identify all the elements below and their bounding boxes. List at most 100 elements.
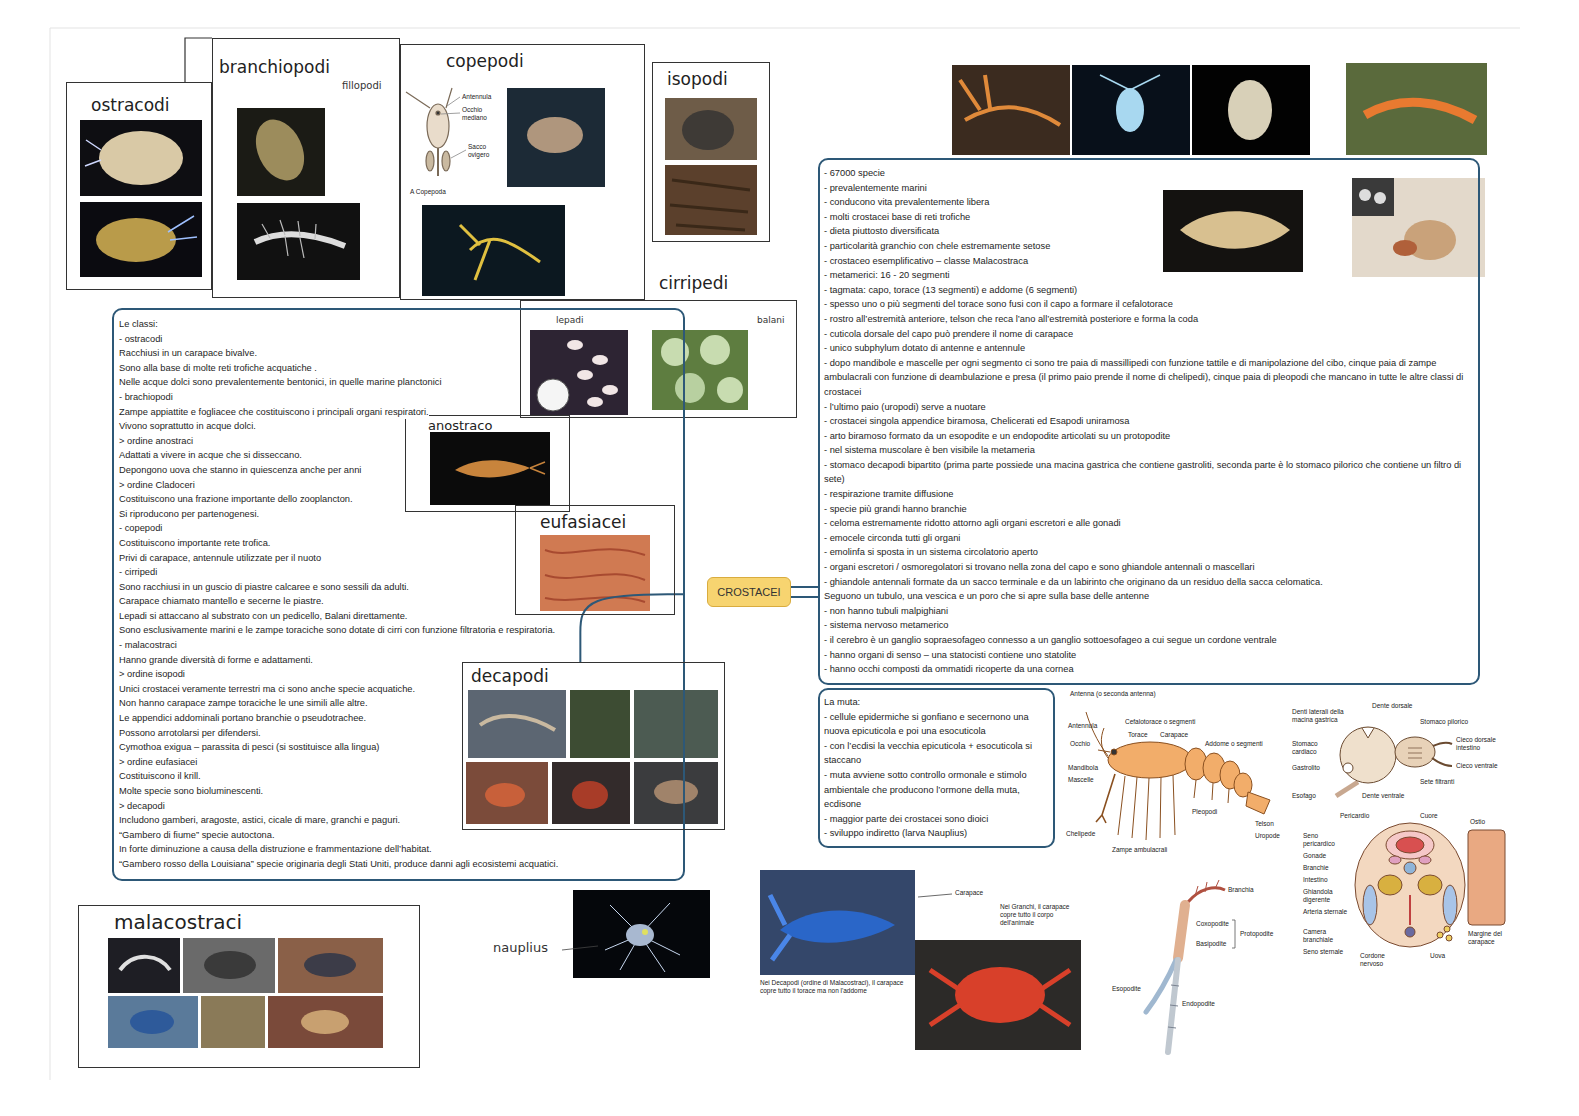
copepod-drawing (427, 104, 449, 148)
figure-label: Basipodite (1196, 940, 1226, 948)
figure-label: Carapace (955, 889, 983, 897)
ostracod-photo (96, 218, 176, 262)
text-box: La muta:- cellule epidermiche si gonfian… (818, 688, 1055, 848)
handwritten-label: nauplius (493, 941, 548, 956)
nauplius-photo (626, 924, 654, 946)
cross-section-anatomy (1419, 856, 1431, 864)
body-text: - cirripedi (119, 565, 157, 580)
shrimp-anatomy (1101, 728, 1108, 758)
panel-title: copepodi (446, 51, 524, 71)
figure-label: Antenna (o seconda antenna) (1070, 690, 1156, 698)
decapod-photo (480, 716, 555, 730)
figure-label: Esopodite (1112, 985, 1141, 993)
stomach-anatomy (1343, 763, 1353, 773)
decapod-photo (485, 783, 525, 807)
cross-section-anatomy (1443, 885, 1457, 925)
crustacean-photo (1100, 75, 1160, 90)
figure-label: Antennula (462, 93, 491, 101)
figure-label: Branchia (1228, 886, 1254, 894)
cross-section-anatomy (1404, 862, 1416, 874)
malacostracan-photo (201, 996, 265, 1048)
malacostracan-photo (108, 938, 383, 1048)
isopod-photo (665, 98, 757, 235)
figure-label: Pericardio (1340, 812, 1369, 820)
shrimp-anatomy (1108, 742, 1192, 778)
body-text: Sono esclusivamente marini e le zampe to… (119, 623, 555, 638)
photo-panel: ostracodi (66, 82, 212, 290)
branchiopod-photo (237, 203, 360, 280)
copepod-photo (527, 117, 583, 153)
body-text: Non hanno carapace zampe toraciche le un… (119, 696, 368, 711)
appendage-anatomy (1195, 880, 1219, 896)
body-text: - dopo mandibole e mascelle per ogni seg… (824, 356, 1474, 400)
crustacean-photo (1346, 63, 1487, 155)
body-text: - spesso uno o più segmenti del torace s… (824, 297, 1173, 312)
lobster-crab-photo (760, 870, 1081, 1050)
figure-label: Ostio (1470, 818, 1485, 826)
cross-section-anatomy (1355, 823, 1505, 947)
cirriped-photo (652, 330, 748, 410)
page-frame (50, 28, 51, 1080)
nauplius-photo (562, 946, 598, 950)
cross-section-anatomy (1437, 932, 1443, 938)
copepod-drawing (426, 151, 434, 171)
shrimp-anatomy (1086, 712, 1270, 840)
nauplius-photo (642, 929, 648, 935)
shrimp-anatomy (1098, 750, 1110, 752)
appendage-anatomy (1168, 960, 1178, 1052)
body-text: - dieta piuttosto diversificata (824, 224, 939, 239)
body-text: Le appendici addominali portano branchie… (119, 711, 366, 726)
appendage-anatomy (1168, 985, 1179, 1028)
cross-section-anatomy (1363, 885, 1377, 925)
crustacean-photo (1192, 65, 1310, 155)
figure-label: Arteria sternale (1303, 908, 1349, 916)
lobster-crab-photo (955, 967, 1045, 1023)
lobster-crab-photo (915, 940, 1081, 1050)
figure-label: Stomaco pilorico (1420, 718, 1468, 726)
body-text: Molte specie sono bioluminescenti. (119, 784, 263, 799)
body-text: > ordine isopodi (119, 667, 185, 682)
decapod-photo (572, 781, 608, 809)
stomach-anatomy (1395, 737, 1435, 767)
body-text: Le classi: (119, 317, 158, 332)
decapod-photo (634, 690, 718, 758)
cirriped-photo (592, 355, 608, 365)
figure-label: Uropode (1255, 832, 1280, 840)
figure-label: Occhio (1070, 740, 1090, 748)
body-text: Costituiscono importante rete trofica. (119, 536, 270, 551)
copepod-photo (460, 225, 540, 280)
appendage-anatomy (1188, 888, 1225, 902)
lobster-crab-photo (918, 894, 952, 897)
stomach-anatomy (1336, 727, 1452, 796)
malacostracan-photo (204, 951, 256, 979)
body-text: - metamerici: 16 - 20 segmenti (824, 268, 950, 283)
cirriped-photo (675, 373, 705, 403)
shrimp-anatomy (1086, 712, 1108, 756)
figure-label: Addome o segmenti (1205, 740, 1263, 748)
body-text: La muta: (824, 695, 860, 710)
shrimp-anatomy (1118, 775, 1175, 840)
panel-frame-stub (185, 38, 212, 82)
figure-label: Ghiandola digerente (1303, 888, 1349, 904)
cross-section-anatomy (1389, 856, 1401, 864)
euphausiid-photo (540, 535, 650, 611)
crustacean-photo (1352, 178, 1394, 216)
text-box: Le classi:- ostracodiRacchiusi in un car… (112, 308, 685, 881)
body-text: - stomaco decapodi bipartito (prima part… (824, 458, 1474, 487)
body-text: - l’ultimo paio (uropodi) serve a nuotar… (824, 400, 986, 415)
body-text: Includono gamberi, aragoste, astici, cic… (119, 813, 400, 828)
isopod-photo (670, 180, 750, 230)
decapod-photo (570, 690, 630, 758)
photo-panel: branchiopodi (212, 38, 400, 298)
decapod-photo (466, 690, 718, 824)
ostracod-photo (80, 202, 202, 277)
malacostracan-photo (108, 996, 198, 1048)
isopod-photo (682, 110, 734, 150)
cross-section-anatomy (1446, 935, 1452, 941)
figure-label: Nei Granchi, il carapace copre tutto il … (1000, 903, 1080, 927)
nauplius-photo (573, 890, 710, 978)
figure-label: Chelipede (1066, 830, 1095, 838)
body-text: - ostracodi (119, 332, 162, 347)
body-text: Depongono uova che stanno in quiescenza … (119, 463, 361, 478)
cirriped-photo (587, 397, 603, 407)
